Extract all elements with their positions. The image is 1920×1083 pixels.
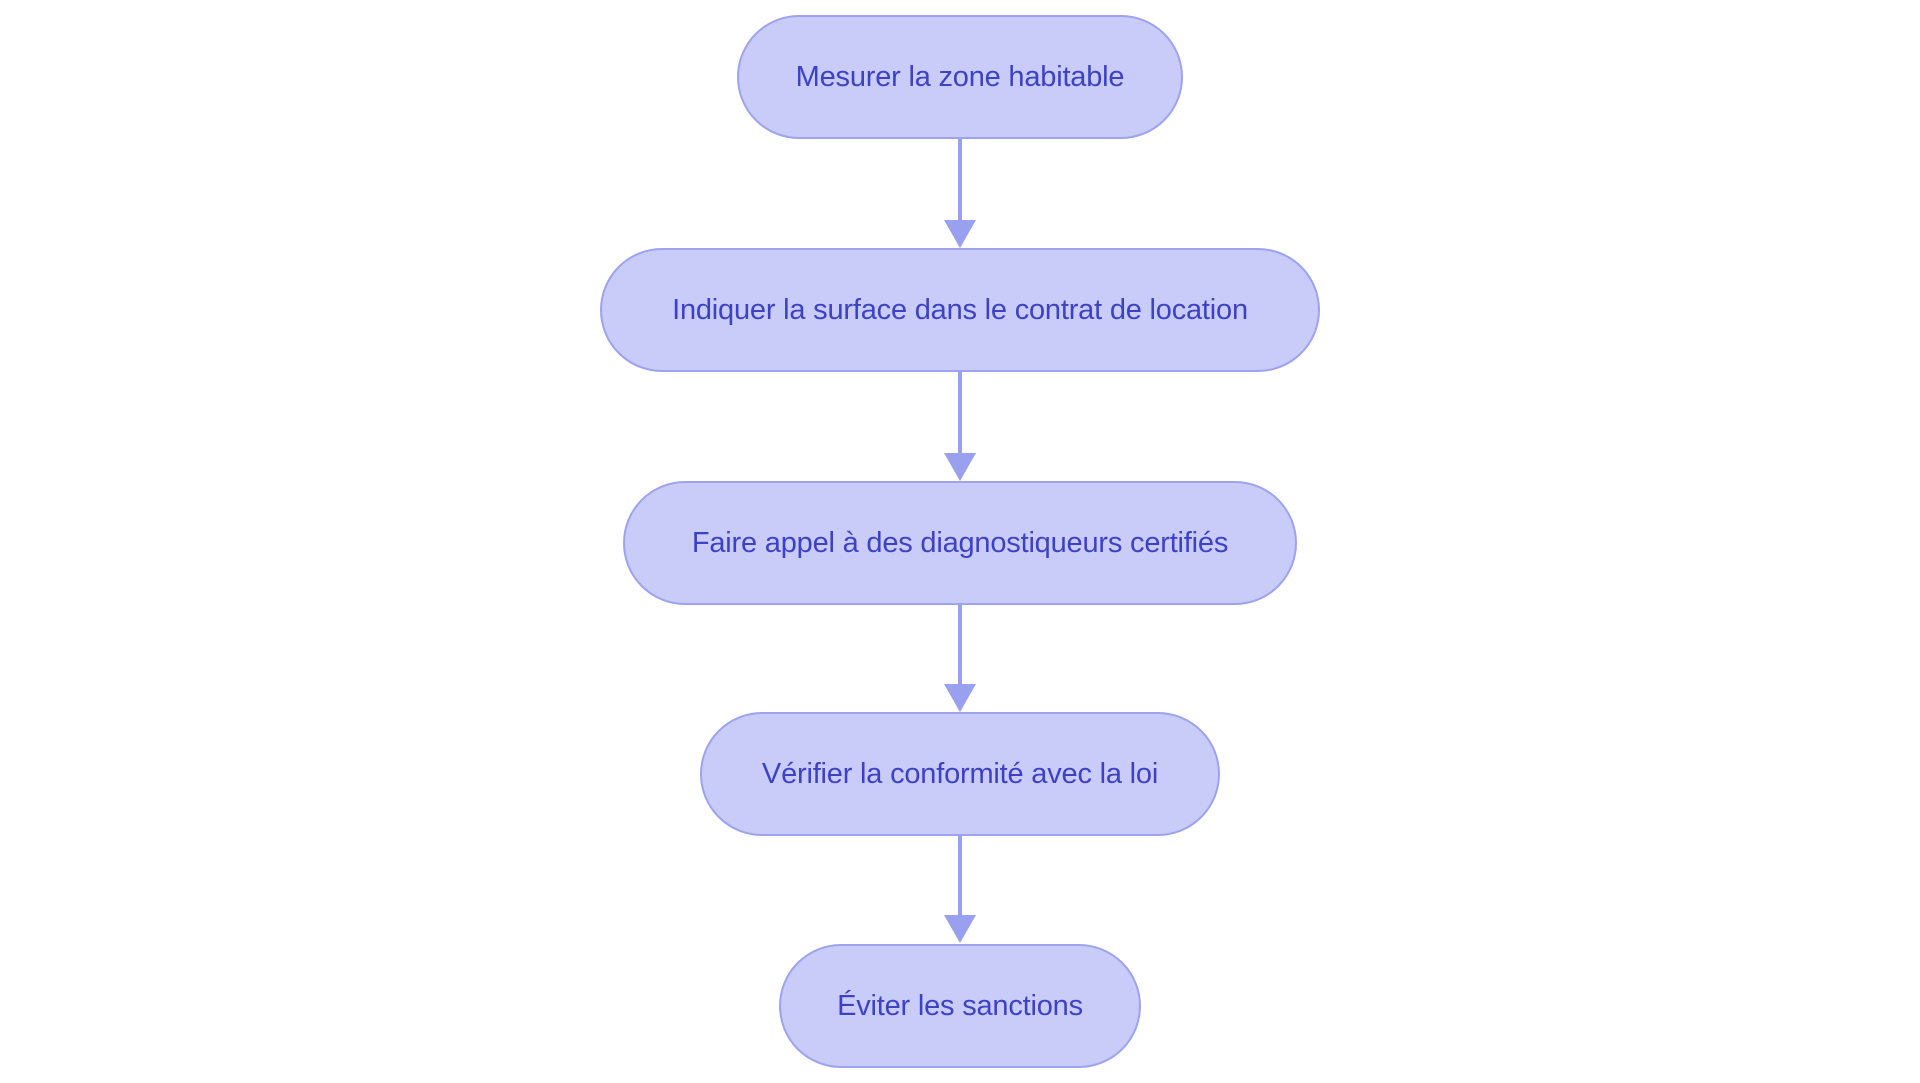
flow-node-label: Mesurer la zone habitable	[795, 60, 1125, 93]
flow-node-step-2: Indiquer la surface dans le contrat de l…	[600, 248, 1320, 372]
flow-node-label: Faire appel à des diagnostiqueurs certif…	[691, 526, 1229, 559]
flow-node-label: Éviter les sanctions	[837, 989, 1083, 1022]
connector-arrow-4-5	[944, 836, 976, 943]
connector-arrow-1-2	[944, 139, 976, 248]
flow-node-label: Indiquer la surface dans le contrat de l…	[672, 293, 1248, 326]
connector-arrow-2-3	[944, 372, 976, 481]
flow-node-step-5: Éviter les sanctions	[779, 944, 1141, 1068]
flow-node-step-1: Mesurer la zone habitable	[737, 15, 1183, 139]
flow-node-step-4: Vérifier la conformité avec la loi	[700, 712, 1220, 836]
flow-node-label: Vérifier la conformité avec la loi	[761, 757, 1159, 790]
connector-arrow-3-4	[944, 605, 976, 712]
flow-node-step-3: Faire appel à des diagnostiqueurs certif…	[623, 481, 1297, 605]
